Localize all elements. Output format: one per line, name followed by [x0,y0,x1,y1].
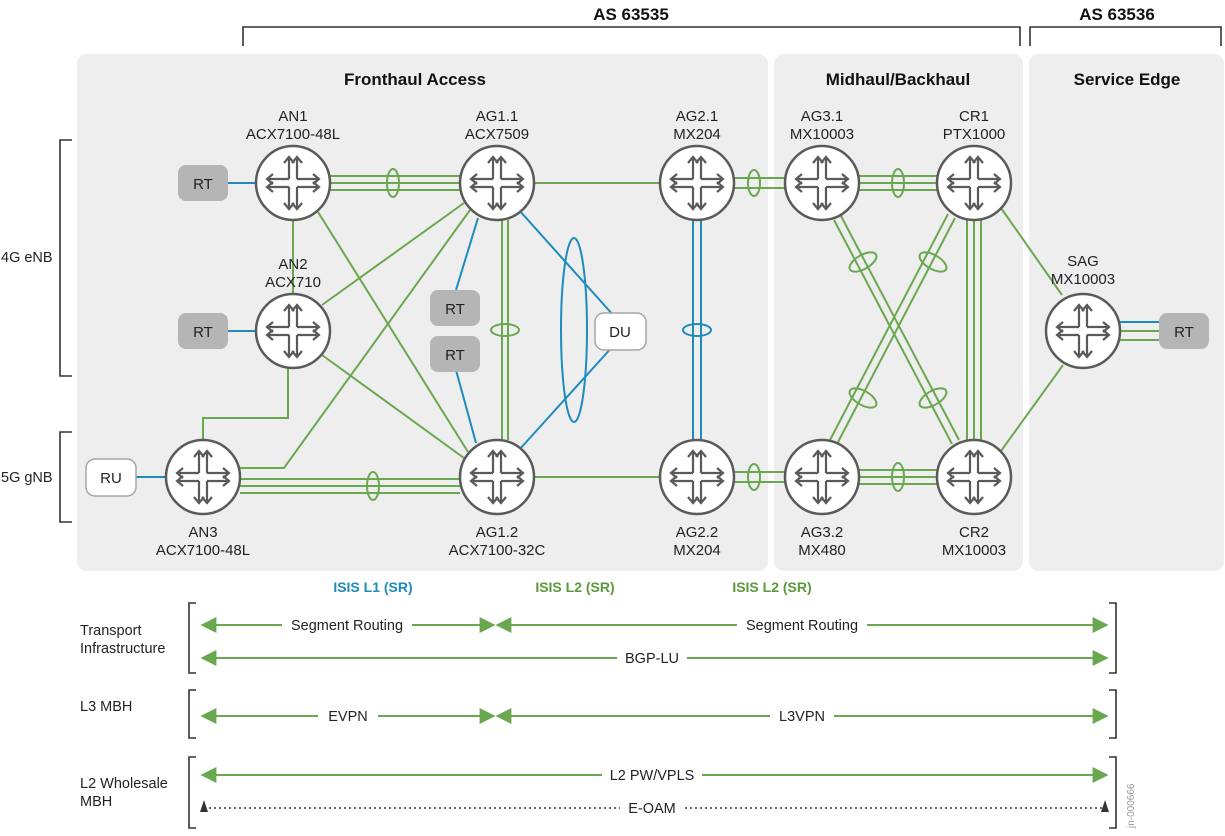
sr-left-label: Segment Routing [291,618,403,634]
evpn-label: EVPN [328,709,368,725]
rt-box-an1: RT [178,165,228,201]
label-an3-name: AN3 [188,524,217,541]
as-bracket-right [1029,26,1222,46]
label-sag-model: MX10003 [1051,271,1115,288]
router-ag22 [658,438,736,516]
panel-service-edge [1029,54,1224,571]
svg-text:RT: RT [445,301,465,318]
rt-box-an2: RT [178,313,228,349]
label-ag31-model: MX10003 [790,126,854,143]
ru-box: RU [85,458,137,497]
side-label-gnb: 5G gNB [1,470,53,486]
svg-text:RT: RT [193,324,213,341]
rt-box-ag11: RT [430,290,480,326]
as-label-right: AS 63536 [1079,5,1155,24]
sr-right-label: Segment Routing [746,618,858,634]
row-l2-title-1: L2 Wholesale [80,776,168,792]
router-cr1 [935,144,1013,222]
side-label-enb: 4G eNB [1,250,53,266]
router-ag11 [458,144,536,222]
row-l2-title-2: MBH [80,794,112,810]
row-l3-title: L3 MBH [80,699,132,715]
svg-text:DU: DU [609,324,631,341]
router-an2 [254,292,332,370]
svg-text:RT: RT [1174,324,1194,341]
label-an1-model: ACX7100-48L [246,126,340,143]
label-ag21-name: AG2.1 [676,108,719,125]
label-an2-name: AN2 [278,256,307,273]
row-l3-mbh: L3 MBH EVPN L3VPN [80,689,1117,739]
as-bracket-left [242,26,1021,46]
label-ag21-model: MX204 [673,126,721,143]
svg-text:RT: RT [193,176,213,193]
links [135,168,1160,501]
label-cr2-model: MX10003 [942,542,1006,559]
label-ag32-model: MX480 [798,542,846,559]
router-cr2 [935,438,1013,516]
label-ag12-model: ACX7100-32C [449,542,546,559]
section-title-midhaul: Midhaul/Backhaul [826,70,971,89]
as-label-left: AS 63535 [593,5,669,24]
row-transport-title-1: Transport [80,623,142,639]
router-an3 [164,438,242,516]
router-ag31 [783,144,861,222]
label-ag22-model: MX204 [673,542,721,559]
router-ag32 [783,438,861,516]
gnb-bracket [59,431,72,523]
label-cr1-name: CR1 [959,108,989,125]
label-ag11-model: ACX7509 [465,126,529,143]
section-title-edge: Service Edge [1074,70,1181,89]
label-ag12-name: AG1.2 [476,524,519,541]
svg-text:RT: RT [445,347,465,364]
router-ag21 [658,144,736,222]
l2-pw-label: L2 PW/VPLS [610,768,695,784]
svg-text:RU: RU [100,470,122,487]
label-an2-model: ACX710 [265,274,321,291]
label-an3-model: ACX7100-48L [156,542,250,559]
router-ag12 [458,438,536,516]
rt-box-ag12: RT [430,336,480,372]
isis-l2-label-access: ISIS L2 (SR) [535,579,614,595]
rt-box-sag: RT [1159,313,1209,349]
label-ag11-name: AG1.1 [476,108,519,125]
label-cr1-model: PTX1000 [943,126,1006,143]
label-ag31-name: AG3.1 [801,108,844,125]
label-an1-name: AN1 [278,108,307,125]
isis-l2-label-midhaul: ISIS L2 (SR) [732,579,811,595]
label-cr2-name: CR2 [959,524,989,541]
label-sag-name: SAG [1067,253,1099,270]
label-ag32-name: AG3.2 [801,524,844,541]
row-l2-wholesale: L2 Wholesale MBH L2 PW/VPLS E-OAM [80,756,1117,829]
section-title-fronthaul: Fronthaul Access [344,70,486,89]
router-an1 [254,144,332,222]
figure-id: jn-000666 [1126,783,1137,829]
enb-bracket [59,139,72,377]
row-transport-title-2: Infrastructure [80,641,165,657]
row-transport: Transport Infrastructure Segment Routing… [80,602,1117,674]
du-box: DU [594,312,647,351]
e-oam-label: E-OAM [628,801,676,817]
router-sag [1044,292,1122,370]
l3vpn-label: L3VPN [779,709,825,725]
isis-l1-label: ISIS L1 (SR) [333,579,412,595]
bgp-lu-label: BGP-LU [625,651,679,667]
label-ag22-name: AG2.2 [676,524,719,541]
